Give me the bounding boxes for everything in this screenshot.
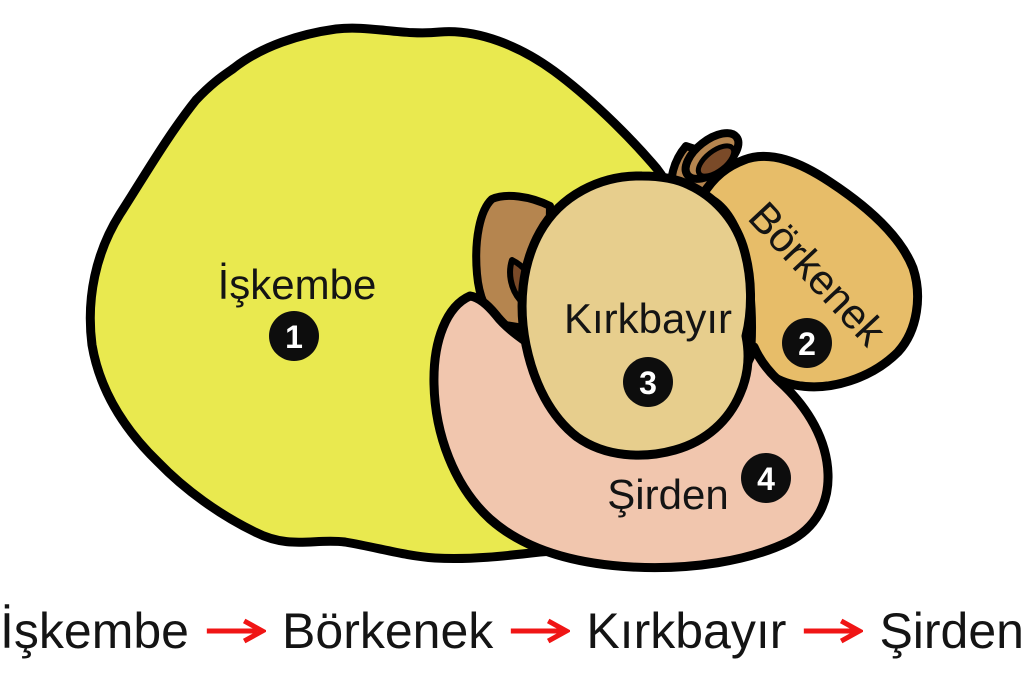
flow-arrow-icon	[804, 618, 864, 644]
badge-2: 2	[782, 318, 832, 368]
digestion-flow-sequence: İşkembe Börkenek Kırkbayır Şirden	[0, 600, 1024, 662]
badge-3-number: 3	[639, 365, 657, 401]
badge-4-number: 4	[757, 461, 775, 497]
flow-item-sirden: Şirden	[879, 603, 1024, 659]
region-kirkbayir-shape	[517, 171, 755, 460]
flow-item-borkenek: Börkenek	[282, 603, 494, 659]
label-sirden: Şirden	[607, 471, 728, 518]
label-kirkbayir: Kırkbayır	[564, 295, 732, 342]
badge-1: 1	[269, 311, 319, 361]
flow-arrow-icon	[511, 618, 571, 644]
flow-arrow-icon	[206, 618, 267, 644]
flow-item-iskembe: İşkembe	[0, 603, 189, 659]
badge-3: 3	[623, 357, 673, 407]
label-iskembe: İşkembe	[218, 261, 377, 308]
badge-4: 4	[741, 453, 791, 503]
badge-1-number: 1	[285, 319, 303, 355]
flow-item-kirkbayir: Kırkbayır	[586, 603, 787, 659]
stomach-diagram-canvas: İşkembe Börkenek Kırkbayır Şirden 1 2 3 …	[85, 23, 923, 573]
badge-2-number: 2	[798, 326, 816, 362]
